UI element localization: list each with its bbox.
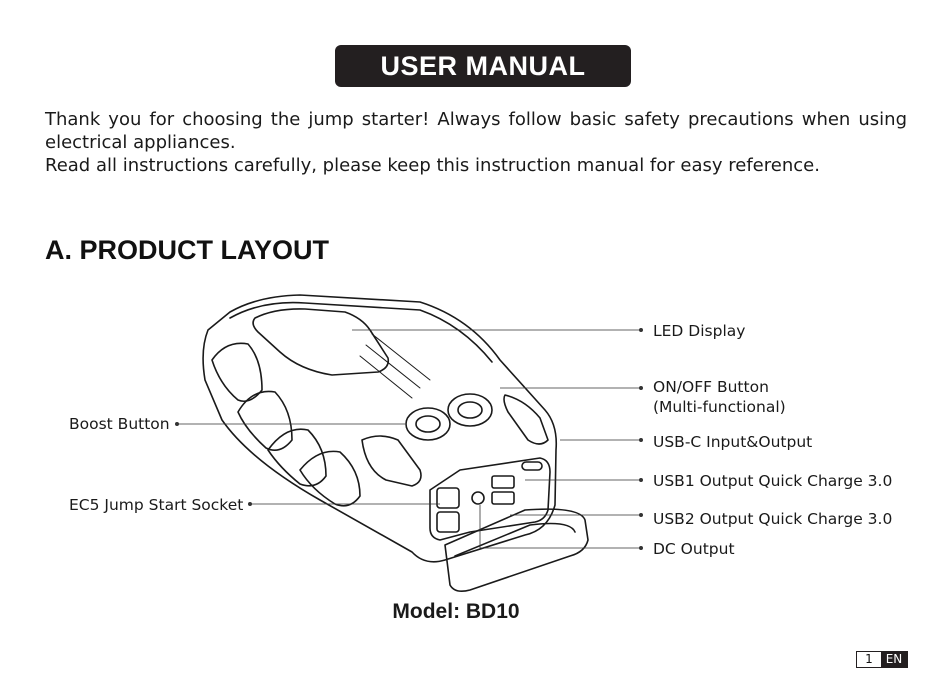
callout-usb2: USB2 Output Quick Charge 3.0 [653,510,893,528]
jump-starter-illustration [202,294,589,592]
ec5-socket-shape [436,487,460,509]
intro-line-1: Thank you for choosing the jump starter!… [45,109,907,153]
led-display-window [252,308,390,376]
usb1-port [491,475,515,489]
model-label: Model: BD10 [392,600,520,623]
callout-dc-output: DC Output [653,540,735,558]
page-number: 1 [857,652,881,667]
callout-ec5-socket: EC5 Jump Start Socket [69,496,244,514]
port-cover-flap [444,508,589,592]
callout-on-off-button: ON/OFF Button [653,378,769,396]
intro-line-2: Read all instructions carefully, please … [45,155,820,176]
boost-button-shape [405,407,451,441]
power-button-shape [447,393,493,427]
page-title-banner: USER MANUAL [335,45,631,87]
callout-lines [174,327,644,551]
language-badge: EN [881,652,907,667]
callout-on-off-button-note: (Multi-functional) [653,398,786,416]
usb2-port [491,491,515,505]
brand-logo-marks [359,333,431,399]
dc-output-port [471,491,485,505]
page-indicator: 1 EN [856,651,908,668]
section-heading: A. PRODUCT LAYOUT [45,235,330,265]
usb-c-port [521,461,543,471]
callout-usb-c: USB-C Input&Output [653,433,813,451]
intro-text: Thank you for choosing the jump starter!… [45,108,907,177]
device-body-outline [202,294,558,563]
callout-boost-button: Boost Button [69,415,170,433]
callout-usb1: USB1 Output Quick Charge 3.0 [653,472,893,490]
port-panel [429,457,551,541]
callout-led-display: LED Display [653,322,746,340]
